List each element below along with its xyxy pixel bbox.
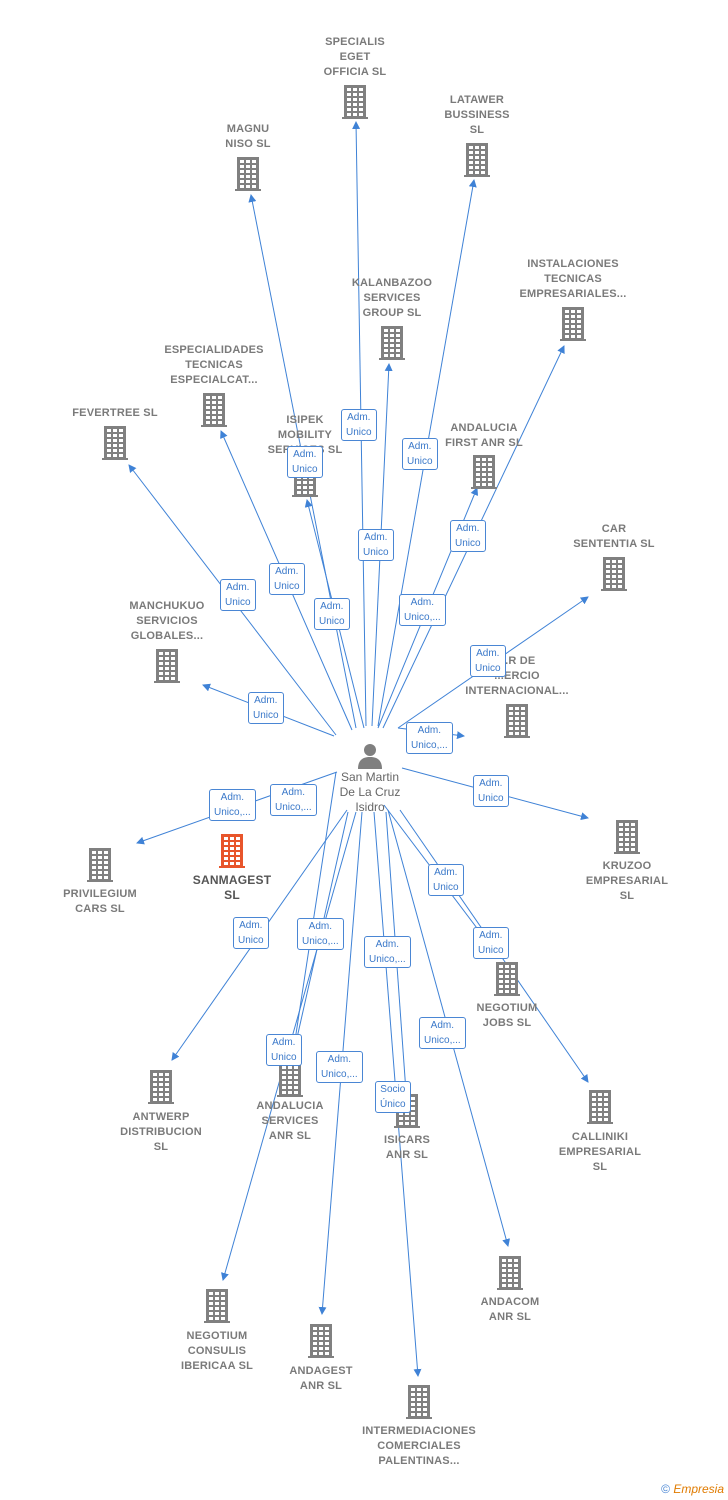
company-node-comercio[interactable]: ...R DE ...ERCIO INTERNACIONAL... bbox=[447, 654, 587, 738]
building-icon bbox=[219, 834, 245, 868]
building-icon bbox=[204, 1289, 230, 1323]
company-node-car-sententia[interactable]: CAR SENTENTIA SL bbox=[544, 522, 684, 591]
company-name: KRUZOO EMPRESARIAL SL bbox=[585, 860, 669, 902]
company-node-negotium-jobs[interactable]: NEGOTIUM JOBS SL bbox=[437, 962, 577, 1031]
company-node-kalanbazoo[interactable]: KALANBAZOO SERVICES GROUP SL bbox=[322, 276, 462, 360]
building-icon bbox=[406, 1385, 432, 1419]
building-icon bbox=[277, 1063, 303, 1097]
company-node-andacom[interactable]: ANDACOM ANR SL bbox=[440, 1256, 580, 1325]
company-node-magnu[interactable]: MAGNU NISO SL bbox=[178, 122, 318, 191]
building-icon bbox=[308, 1324, 334, 1358]
edge-role-label: Adm. Unico bbox=[450, 520, 486, 552]
company-node-andalucia-services[interactable]: ANDALUCIA SERVICES ANR SL bbox=[220, 1063, 360, 1144]
company-node-privilegium[interactable]: PRIVILEGIUM CARS SL bbox=[30, 848, 170, 917]
company-name: INSTALACIONES TECNICAS EMPRESARIALES... bbox=[519, 258, 627, 300]
edge-role-label: Adm. Unico bbox=[266, 1034, 302, 1066]
company-node-antwerp[interactable]: ANTWERP DISTRIBUCION SL bbox=[91, 1070, 231, 1155]
edge-role-label: Adm. Unico bbox=[428, 864, 464, 896]
edge-role-label: Adm. Unico bbox=[233, 917, 269, 949]
company-name: INTERMEDIACIONES COMERCIALES PALENTINAS.… bbox=[362, 1425, 476, 1467]
company-name: SANMAGEST SL bbox=[192, 873, 272, 902]
edge-role-label: Adm. Unico bbox=[287, 446, 323, 478]
company-node-kruzoo[interactable]: KRUZOO EMPRESARIAL SL bbox=[557, 820, 697, 904]
company-name: FEVERTREE SL bbox=[72, 407, 158, 419]
edge-role-label: Adm. Unico,... bbox=[270, 784, 317, 816]
building-icon bbox=[464, 143, 490, 177]
copyright-symbol: © bbox=[661, 1482, 670, 1496]
person-name: San Martin De La Cruz Isidro bbox=[339, 770, 401, 814]
company-node-specialis[interactable]: SPECIALIS EGET OFFICIA SL bbox=[285, 35, 425, 119]
edge-role-label: Adm. Unico bbox=[341, 409, 377, 441]
company-node-calliniki[interactable]: CALLINIKI EMPRESARIAL SL bbox=[530, 1090, 670, 1175]
company-name: MANCHUKUO SERVICIOS GLOBALES... bbox=[129, 600, 205, 642]
company-name: CAR SENTENTIA SL bbox=[573, 523, 655, 550]
company-name: PRIVILEGIUM CARS SL bbox=[63, 888, 137, 915]
building-icon bbox=[614, 820, 640, 854]
building-icon bbox=[154, 649, 180, 683]
company-name: ANDACOM ANR SL bbox=[480, 1296, 540, 1323]
company-name: ...R DE ...ERCIO INTERNACIONAL... bbox=[465, 655, 569, 697]
edge-role-label: Adm. Unico,... bbox=[419, 1017, 466, 1049]
building-icon bbox=[471, 455, 497, 489]
building-icon bbox=[587, 1090, 613, 1124]
brand-logo: Empresia bbox=[673, 1482, 724, 1496]
company-name: ANDAGEST ANR SL bbox=[289, 1365, 353, 1392]
building-icon bbox=[560, 307, 586, 341]
edge-role-label: Adm. Unico,... bbox=[399, 594, 446, 626]
edge-role-label: Socio Único bbox=[375, 1081, 411, 1113]
person-icon bbox=[358, 744, 382, 769]
company-name: LATAWER BUSSINESS SL bbox=[444, 94, 510, 136]
company-name: NEGOTIUM JOBS SL bbox=[476, 1002, 538, 1029]
company-name: SPECIALIS EGET OFFICIA SL bbox=[323, 36, 387, 78]
edge-role-label: Adm. Unico bbox=[314, 598, 350, 630]
edge-role-label: Adm. Unico bbox=[470, 645, 506, 677]
company-name: ANDALUCIA SERVICES ANR SL bbox=[256, 1100, 324, 1142]
company-node-latawer[interactable]: LATAWER BUSSINESS SL bbox=[407, 93, 547, 177]
edge-role-label: Adm. Unico bbox=[473, 927, 509, 959]
building-icon bbox=[601, 557, 627, 591]
building-icon bbox=[148, 1070, 174, 1104]
edge-role-label: Adm. Unico,... bbox=[297, 918, 344, 950]
company-name: CALLINIKI EMPRESARIAL SL bbox=[558, 1131, 642, 1173]
company-node-especialidades[interactable]: ESPECIALIDADES TECNICAS ESPECIALCAT... bbox=[144, 343, 284, 427]
building-icon bbox=[504, 704, 530, 738]
edge-role-label: Adm. Unico,... bbox=[364, 936, 411, 968]
edge-role-label: Adm. Unico bbox=[220, 579, 256, 611]
person-node[interactable]: San Martin De La Cruz Isidro bbox=[310, 740, 430, 815]
building-icon bbox=[379, 326, 405, 360]
company-node-instalaciones[interactable]: INSTALACIONES TECNICAS EMPRESARIALES... bbox=[503, 257, 643, 341]
company-node-sanmagest[interactable]: SANMAGEST SL bbox=[162, 834, 302, 903]
edge-role-label: Adm. Unico,... bbox=[406, 722, 453, 754]
company-name: ANTWERP DISTRIBUCION SL bbox=[120, 1111, 202, 1153]
company-name: ESPECIALIDADES TECNICAS ESPECIALCAT... bbox=[164, 344, 264, 386]
building-icon bbox=[342, 85, 368, 119]
edge-role-label: Adm. Unico bbox=[402, 438, 438, 470]
edge-role-label: Adm. Unico bbox=[248, 692, 284, 724]
building-icon bbox=[201, 393, 227, 427]
edge-role-label: Adm. Unico,... bbox=[209, 789, 256, 821]
edge-role-label: Adm. Unico bbox=[269, 563, 305, 595]
building-icon bbox=[235, 157, 261, 191]
company-node-manchukuo[interactable]: MANCHUKUO SERVICIOS GLOBALES... bbox=[97, 599, 237, 683]
edge-role-label: Adm. Unico bbox=[358, 529, 394, 561]
company-node-negotium-consulis[interactable]: NEGOTIUM CONSULIS IBERICAA SL bbox=[147, 1289, 287, 1374]
company-name: NEGOTIUM CONSULIS IBERICAA SL bbox=[180, 1330, 254, 1372]
company-name: MAGNU NISO SL bbox=[225, 123, 271, 150]
company-name: ANDALUCIA FIRST ANR SL bbox=[445, 422, 523, 449]
edge-role-label: Adm. Unico bbox=[473, 775, 509, 807]
company-node-intermediaciones[interactable]: INTERMEDIACIONES COMERCIALES PALENTINAS.… bbox=[349, 1385, 489, 1469]
company-name: KALANBAZOO SERVICES GROUP SL bbox=[351, 277, 433, 319]
footer-brand[interactable]: © Empresia bbox=[661, 1482, 724, 1496]
building-icon bbox=[497, 1256, 523, 1290]
building-icon bbox=[494, 962, 520, 996]
company-node-fevertree[interactable]: FEVERTREE SL bbox=[45, 406, 185, 460]
company-node-andalucia-first[interactable]: ANDALUCIA FIRST ANR SL bbox=[414, 421, 554, 489]
building-icon bbox=[102, 426, 128, 460]
company-node-andagest[interactable]: ANDAGEST ANR SL bbox=[251, 1324, 391, 1394]
edge-role-label: Adm. Unico,... bbox=[316, 1051, 363, 1083]
company-name: ISICARS ANR SL bbox=[383, 1134, 431, 1161]
building-icon bbox=[87, 848, 113, 882]
